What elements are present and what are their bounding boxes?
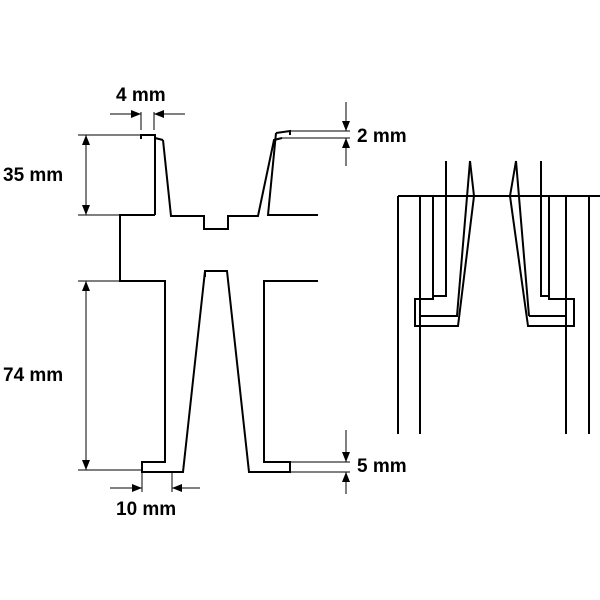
assembled-view [397,160,600,434]
dimension-2mm: 2 mm [282,102,407,166]
dimension-label-10mm: 10 mm [116,499,176,520]
dimension-10mm: 10 mm [110,472,200,520]
dimension-74mm: 74 mm [3,280,142,471]
dimension-label-74mm: 74 mm [3,365,63,386]
dimension-4mm: 4 mm [110,85,185,130]
dimension-label-2mm: 2 mm [357,126,407,147]
dimension-label-35mm: 35 mm [3,165,63,186]
dimension-35mm: 35 mm [3,134,141,216]
dimension-5mm: 5 mm [290,430,407,494]
dimension-label-5mm: 5 mm [357,456,407,477]
pattern-outline [119,129,318,473]
dimension-label-4mm: 4 mm [116,85,166,106]
